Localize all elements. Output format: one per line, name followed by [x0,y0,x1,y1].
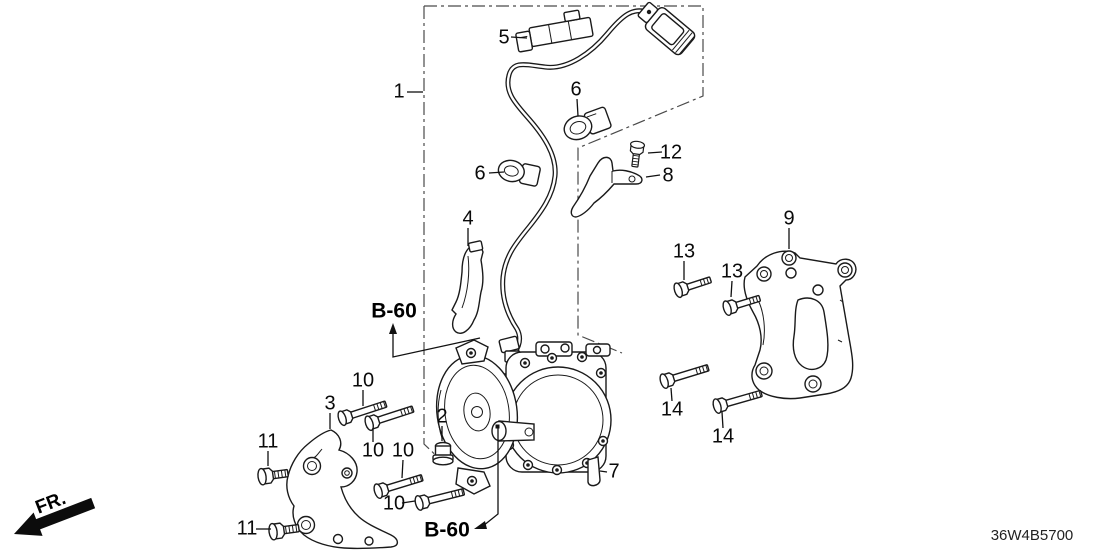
callout-4[interactable]: 4 [462,207,473,229]
diagram-part-code: 36W4B5700 [991,527,1074,544]
bolt-12 [627,139,646,169]
part2-valve-drawing [432,441,454,466]
bolt-14-1 [657,359,712,390]
callout-5[interactable]: 5 [498,26,509,48]
callout-9[interactable]: 9 [783,207,794,229]
callout-10[interactable]: 10 [352,369,374,391]
callout-8[interactable]: 8 [662,164,673,186]
detail-ref-leaders [389,323,499,529]
detail-ref-b60-top[interactable]: B-60 [371,300,417,323]
callout-1[interactable]: 1 [393,80,404,102]
leader-lines [256,36,790,530]
part9-bracket-drawing [743,250,857,400]
harness-clip-lower [497,159,541,187]
part5-connector-drawing [515,9,594,53]
callout-14[interactable]: 14 [712,425,734,447]
callout-12[interactable]: 12 [660,141,682,163]
callout-13[interactable]: 13 [721,260,743,282]
compressor-front-ears [455,339,491,495]
callout-2[interactable]: 2 [436,405,447,427]
part4-protector-drawing [451,240,484,334]
part7-strip-drawing [587,456,601,487]
bolt-10-4 [413,483,467,512]
detail-ref-b60-bottom[interactable]: B-60 [424,519,470,542]
callout-7[interactable]: 7 [608,460,619,482]
harness-end-connector [637,1,696,56]
callout-6[interactable]: 6 [570,78,581,100]
fr-arrow-icon [14,497,96,536]
bolt-13-1 [671,271,714,300]
callout-3[interactable]: 3 [324,392,335,414]
compressor-top-lugs [535,341,611,357]
callout-11[interactable]: 11 [237,517,258,539]
front-direction-arrow: FR. [14,488,96,536]
callout-6[interactable]: 6 [474,162,485,184]
callout-14[interactable]: 14 [661,398,683,420]
part8-stay-drawing [570,156,643,218]
bolt-11-1 [256,464,290,487]
callout-11[interactable]: 11 [258,430,279,452]
callout-10[interactable]: 10 [383,492,405,514]
compressor-drawing [435,339,612,495]
part3-bracket-drawing [286,429,399,550]
bolt-14-2 [710,385,765,415]
harness-clip-upper [563,106,612,141]
callout-10[interactable]: 10 [362,439,384,461]
callout-10[interactable]: 10 [392,439,414,461]
callout-13[interactable]: 13 [673,240,695,262]
